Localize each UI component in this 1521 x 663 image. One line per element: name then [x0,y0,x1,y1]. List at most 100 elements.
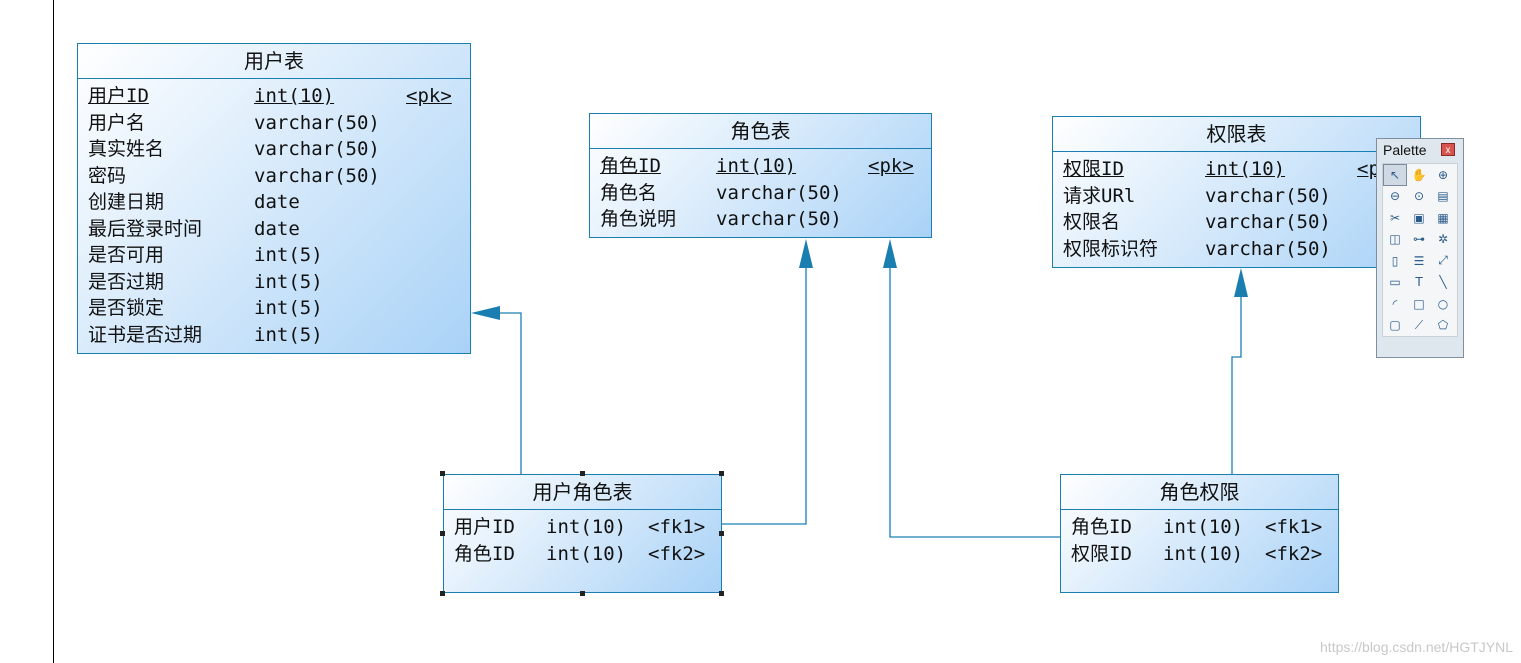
palette-panel[interactable]: Palette x ↖✋⊕⊖⊙▤✂▣▦◫⊶✲▯☰⤢▭T╲◜□○▢⟋⬠ [1376,138,1464,358]
column-name: 用户名 [88,111,146,134]
column-key: <pk> [868,155,914,177]
note-icon[interactable]: ☰ [1413,253,1425,268]
selection-handle[interactable] [440,471,445,476]
column-type: date [254,217,300,240]
arrowhead-icon [883,239,897,268]
column-name: 权限标识符 [1063,237,1159,260]
rounded-rect-icon[interactable]: ▢ [1389,318,1401,333]
ellipse-icon[interactable]: ○ [1437,296,1449,311]
text-icon[interactable]: T [1415,275,1423,290]
entity-title: 角色表 [590,114,931,149]
entity-icon[interactable]: ◫ [1389,232,1401,247]
selection-handle[interactable] [719,471,724,476]
arc-icon[interactable]: ◜ [1392,296,1398,311]
line-icon[interactable]: ╲ [1439,275,1447,290]
entity-column-row[interactable]: 权限名 varchar(50) [1063,209,1420,236]
column-type: varchar(50) [716,208,842,230]
view-icon[interactable]: ▭ [1389,275,1401,290]
polyline-icon[interactable]: ⟋ [1414,317,1424,332]
selection-handle[interactable] [719,591,724,596]
column-key [406,295,466,322]
reference-line-user-role-to-user[interactable] [496,312,522,474]
column-key [406,269,466,296]
column-name: 证书是否过期 [88,323,203,346]
column-name: 权限名 [1063,211,1121,233]
column-type: varchar(50) [1205,184,1331,207]
column-name: 角色名 [600,181,658,204]
entity-column-row[interactable]: 用户名 varchar(50) [88,110,470,137]
pointer-icon[interactable]: ↖ [1383,164,1407,186]
column-key: <fk2> [648,542,706,565]
column-type: int(5) [254,323,323,346]
reference-icon[interactable]: ⤢ [1438,253,1448,268]
reference-line-role-permission-to-role[interactable] [889,268,1060,538]
selection-handle[interactable] [719,531,724,536]
rectangle-icon[interactable]: □ [1413,296,1425,311]
reference-line-role-permission-to-permission[interactable] [1231,297,1242,474]
column-type: int(10) [716,155,797,177]
column-type: varchar(50) [1205,211,1331,233]
procedure-icon[interactable]: ✲ [1437,232,1449,247]
column-name: 权限ID [1071,542,1132,565]
cut-icon[interactable]: ✂ [1389,210,1401,225]
selection-handle[interactable] [440,591,445,596]
column-type: varchar(50) [254,138,380,160]
selection-handle[interactable] [580,591,585,596]
package-icon[interactable]: ▣ [1413,210,1425,225]
watermark: https://blog.csdn.net/HGTJYNL [1320,639,1513,655]
column-type: varchar(50) [254,111,380,134]
link-icon[interactable]: ⊶ [1413,232,1425,247]
zoom-in-icon[interactable]: ⊕ [1437,167,1449,182]
column-type: int(10) [1205,158,1286,180]
entity-permission-table[interactable]: 权限表 权限IDint(10)<pk>请求URlvarchar(50)权限名va… [1052,116,1421,268]
column-type: int(5) [254,244,323,266]
entity-column-row[interactable]: 是否过期 int(5) [88,269,470,296]
arrowhead-icon [471,306,500,320]
selection-handle[interactable] [580,471,585,476]
polygon-icon[interactable]: ⬠ [1437,318,1449,333]
entity-column-row[interactable]: 证书是否过期 int(5) [88,322,470,349]
selection-handle[interactable] [440,531,445,536]
reference-line-user-role-to-role[interactable] [722,268,807,525]
table-icon[interactable]: ▦ [1437,210,1449,225]
column-key [406,189,466,216]
close-icon[interactable]: x [1441,143,1455,156]
file-icon[interactable]: ▯ [1391,253,1399,268]
hand-icon[interactable]: ✋ [1411,167,1427,182]
column-name: 是否过期 [88,270,165,293]
column-key [406,242,466,269]
column-key [406,322,466,349]
zoom-out-icon[interactable]: ⊖ [1389,189,1401,204]
column-key: <fk1> [648,516,706,538]
properties-icon[interactable]: ▤ [1437,189,1449,204]
column-key: <fk2> [1265,542,1323,565]
zoom-fit-icon[interactable]: ⊙ [1413,189,1425,204]
entity-title: 用户角色表 [444,475,721,510]
column-type: int(5) [254,270,323,293]
